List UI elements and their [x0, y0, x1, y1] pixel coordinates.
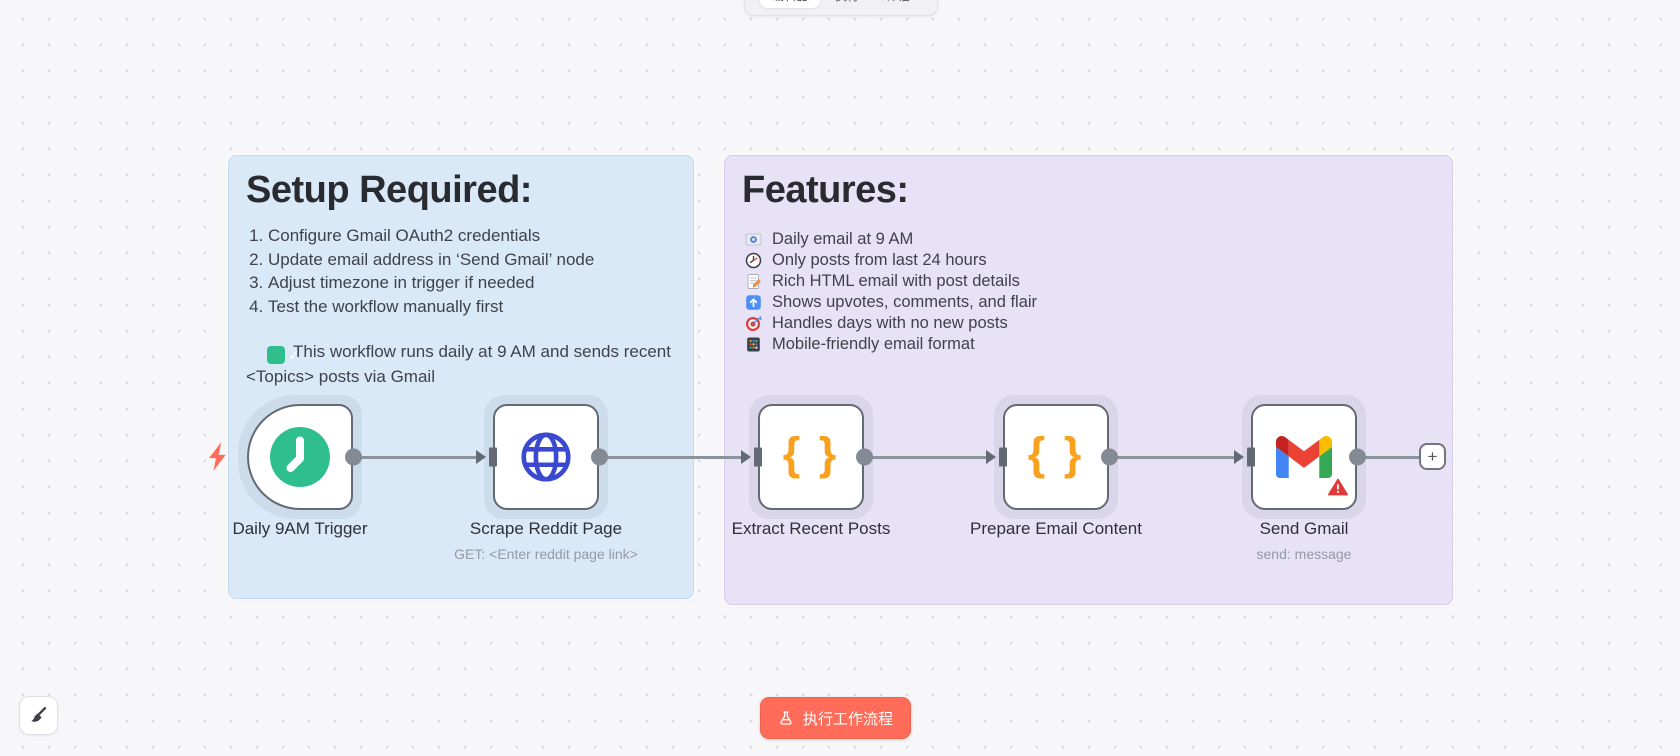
email-icon	[745, 233, 762, 246]
tab-executions[interactable]: 执行	[823, 0, 871, 8]
node-label-prepare-email-content: Prepare Email Content	[970, 519, 1142, 538]
feature-item: Mobile-friendly email format	[745, 334, 1452, 355]
code-braces-icon: { }	[782, 428, 840, 479]
globe-icon	[521, 432, 571, 482]
output-connector[interactable]	[345, 448, 362, 466]
features-list: Daily email at 9 AM Only posts from last…	[745, 229, 1452, 355]
setup-note: ✓This workflow runs daily at 9 AM and se…	[246, 339, 678, 389]
flask-icon	[780, 711, 792, 725]
setup-steps-list: Configure Gmail OAuth2 credentials Updat…	[229, 227, 693, 315]
tab-editor[interactable]: 编辑器	[759, 0, 820, 8]
code-braces-icon: { }	[1027, 428, 1085, 479]
input-connector[interactable]	[489, 447, 497, 467]
connection-wire[interactable]	[606, 456, 742, 459]
input-arrow	[741, 450, 751, 464]
execute-workflow-button[interactable]: 执行工作流程	[760, 697, 912, 739]
execute-workflow-label: 执行工作流程	[803, 710, 894, 728]
connection-wire[interactable]	[1116, 456, 1235, 459]
check-icon: ✓	[267, 346, 300, 364]
output-connector[interactable]	[1349, 448, 1366, 466]
broom-icon	[30, 706, 46, 722]
node-label-daily-9am-trigger: Daily 9AM Trigger	[232, 519, 368, 538]
memo-icon	[747, 274, 761, 289]
gmail-icon	[1276, 436, 1332, 478]
output-connector[interactable]	[591, 448, 608, 466]
node-label-send-gmail: Send Gmail	[1259, 519, 1349, 538]
input-arrow	[476, 450, 486, 464]
output-connector[interactable]	[1101, 448, 1118, 466]
sticky-features-title: Features:	[742, 169, 909, 211]
clock-icon	[745, 252, 762, 269]
connection-wire[interactable]	[360, 456, 477, 459]
setup-step: Test the workflow manually first	[268, 297, 693, 316]
input-arrow	[986, 450, 996, 464]
node-label-extract-recent-posts: Extract Recent Posts	[731, 519, 891, 538]
feature-item: Handles days with no new posts	[745, 313, 1452, 334]
setup-step: Update email address in ‘Send Gmail’ nod…	[268, 250, 693, 269]
output-connector[interactable]	[856, 448, 873, 466]
node-daily-9am-trigger[interactable]	[238, 395, 362, 519]
feature-item: Only posts from last 24 hours	[745, 250, 1452, 271]
input-arrow	[1234, 450, 1244, 464]
target-icon	[746, 316, 762, 331]
connection-wire[interactable]	[871, 456, 987, 459]
node-subtitle-scrape-reddit: GET: <Enter reddit page link>	[454, 546, 638, 562]
view-tab-bar: 编辑器 执行 评估	[744, 0, 938, 16]
sticky-note-features[interactable]: Features: Daily email at 9 AM Only posts…	[724, 155, 1453, 605]
add-node-button[interactable]: +	[1419, 443, 1446, 470]
warning-icon	[1328, 478, 1348, 501]
input-connector[interactable]	[999, 447, 1007, 467]
feature-item: Daily email at 9 AM	[745, 229, 1452, 250]
connection-wire[interactable]	[1364, 456, 1419, 459]
setup-step: Adjust timezone in trigger if needed	[268, 274, 693, 292]
node-label-scrape-reddit-page: Scrape Reddit Page	[469, 519, 623, 538]
trigger-lightning-icon	[205, 441, 232, 477]
up-arrow-icon	[746, 295, 761, 310]
setup-note-text: This workflow runs daily at 9 AM and sen…	[246, 342, 671, 386]
node-send-gmail[interactable]	[1234, 395, 1366, 519]
node-subtitle-send-gmail: send: message	[1256, 546, 1352, 562]
tidy-up-button[interactable]	[19, 696, 58, 735]
input-connector[interactable]	[1247, 447, 1255, 467]
feature-item: Shows upvotes, comments, and flair	[745, 292, 1452, 313]
clock-trigger-icon	[270, 427, 330, 487]
node-extract-recent-posts[interactable]: { }	[741, 395, 873, 519]
sticky-note-setup[interactable]: Setup Required: Configure Gmail OAuth2 c…	[228, 155, 694, 599]
node-prepare-email-content[interactable]: { }	[986, 395, 1118, 519]
mobile-icon	[747, 337, 760, 352]
tab-evaluations[interactable]: 评估	[874, 0, 922, 8]
feature-item: Rich HTML email with post details	[745, 271, 1452, 292]
node-scrape-reddit-page[interactable]	[476, 395, 608, 519]
input-connector[interactable]	[754, 447, 762, 467]
sticky-setup-title: Setup Required:	[246, 169, 532, 211]
setup-step: Configure Gmail OAuth2 credentials	[268, 227, 693, 245]
